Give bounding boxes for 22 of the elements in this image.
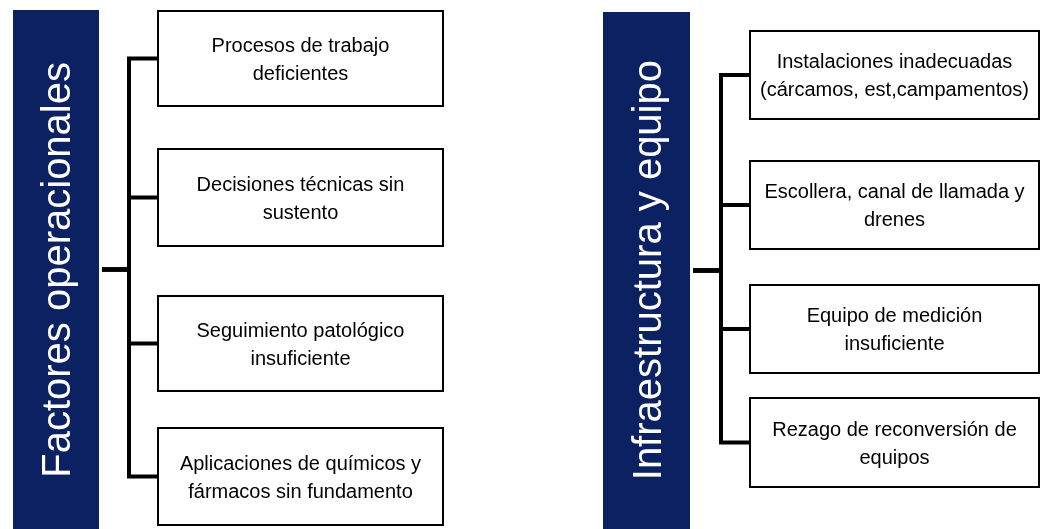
factor-box [749,160,1040,250]
factor-text: Decisiones técnicas sin sustento [195,171,406,225]
factor-text: Seguimiento patológico insuficiente [195,317,406,371]
factor-box [157,10,444,107]
category-banner [13,10,99,529]
connector-line [102,267,157,479]
factor-text: Procesos de trabajo deficientes [210,32,391,86]
factor-text: Escollera, canal de llamada y drenes [763,179,1026,232]
factor-box [157,427,444,526]
category-title: Infraestructura y equipo [626,60,667,481]
category-title: Factores operacionales [36,61,76,478]
factor-text: Instalaciones inadecuadas (cárcamos, est,campamentos) [759,49,1030,102]
connector-line [693,268,749,445]
factor-box [749,397,1040,488]
factor-box [157,295,444,392]
factor-box [749,30,1040,120]
factor-box [749,284,1040,374]
category-banner [603,12,690,529]
factor-text: Aplicaciones de químicos y fármacos sin fundamento [178,450,423,504]
factor-text: Rezago de reconversión de equipos [771,416,1018,470]
factor-text: Equipo de medición insuficiente [805,303,984,356]
factor-box [157,148,444,247]
